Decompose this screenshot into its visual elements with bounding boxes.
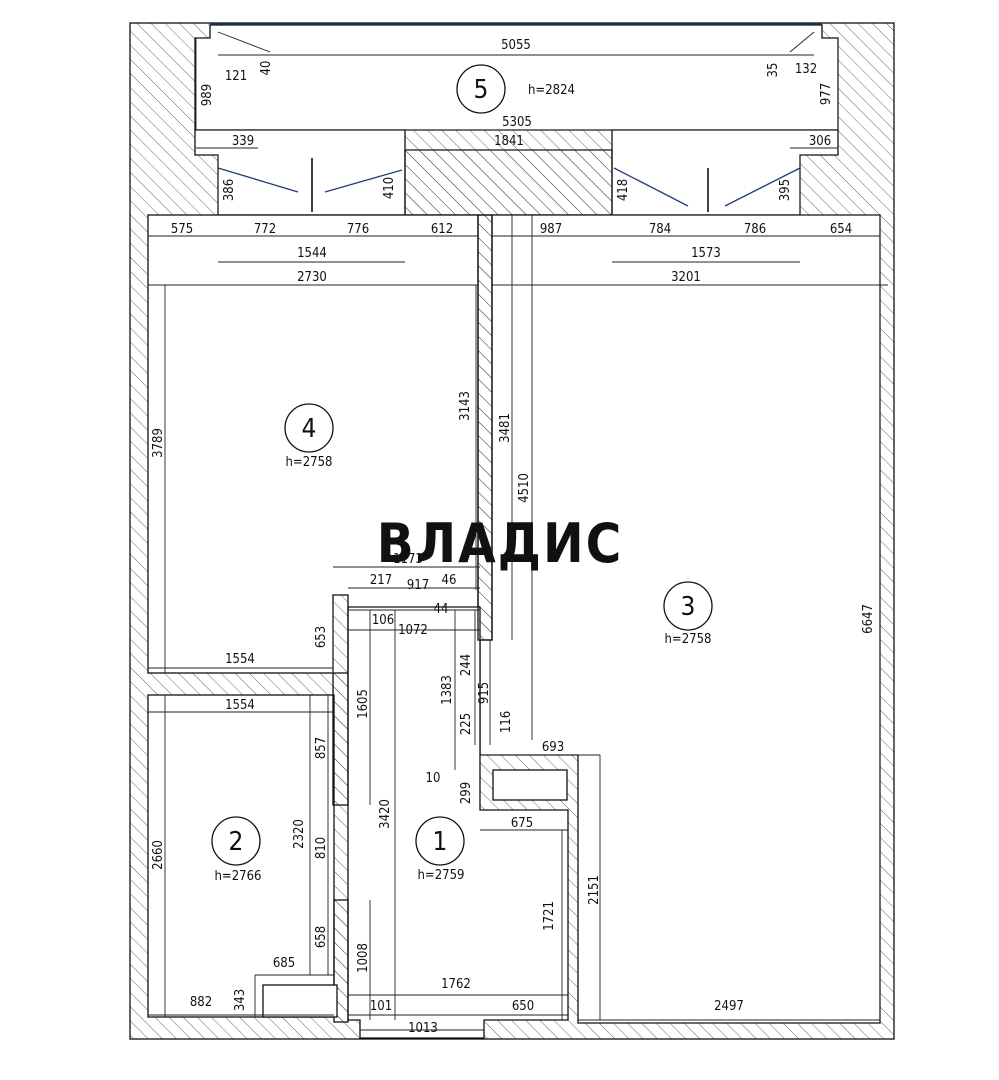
dimension-value: 1072 — [398, 623, 428, 638]
dimension-value: 612 — [431, 222, 453, 237]
dimension-value: 1841 — [494, 134, 524, 149]
room-4-label: 4 h=2758 — [284, 403, 334, 470]
dimension-value: 217 — [370, 573, 392, 588]
balcony-opening-left — [194, 129, 406, 216]
dimension-value: 1554 — [225, 652, 255, 667]
dimension-value: 46 — [442, 573, 457, 588]
dimension-value: 395 — [778, 179, 793, 201]
dimension-value: 685 — [273, 956, 295, 971]
dimension-value: 810 — [314, 837, 329, 859]
dimension-value: 225 — [459, 713, 474, 735]
dimension-value: 1762 — [441, 977, 471, 992]
dimension-value: 4510 — [517, 473, 532, 503]
dimension-value: 2660 — [151, 840, 166, 870]
dimension-value: 693 — [542, 740, 564, 755]
dimension-value: 1544 — [297, 246, 327, 261]
dimension-value: 5305 — [502, 115, 532, 130]
dimension-value: 650 — [512, 999, 534, 1014]
dimension-value: 987 — [540, 222, 562, 237]
dimension-value: 2730 — [297, 270, 327, 285]
dimension-value: 244 — [459, 654, 474, 676]
dimension-value: 116 — [499, 711, 514, 733]
dimension-value: 575 — [171, 222, 193, 237]
room-number: 3 — [681, 592, 696, 622]
room-5-label: 5 h=2824 — [456, 64, 575, 114]
dimension-value: 675 — [511, 816, 533, 831]
dimension-value: 3481 — [498, 413, 513, 443]
dimension-labels: 5055 121 132 5305 339 1841 306 575 772 7… — [151, 38, 876, 1036]
dimension-value: 1013 — [408, 1021, 438, 1036]
dimension-lines — [148, 31, 888, 1031]
dimension-value: 857 — [314, 737, 329, 759]
dimension-value: 3201 — [671, 270, 701, 285]
dimension-value: 132 — [795, 62, 817, 77]
room-2-label: 2 h=2766 — [211, 816, 262, 884]
room-number: 4 — [302, 414, 317, 444]
dimension-value: 915 — [477, 682, 492, 704]
room-height: h=2766 — [215, 869, 262, 884]
dimension-value: 2320 — [292, 819, 307, 849]
dimension-value: 1383 — [440, 675, 455, 705]
dimension-value: 2151 — [587, 875, 602, 905]
dimension-value: 3143 — [458, 391, 473, 421]
shaft-1 — [492, 769, 568, 801]
room-height: h=2758 — [665, 632, 712, 647]
dimension-value: 10 — [426, 771, 441, 786]
dimension-value: 3789 — [151, 428, 166, 458]
dimension-value: 299 — [459, 782, 474, 804]
room-height: h=2824 — [528, 83, 575, 98]
dimension-value: 306 — [809, 134, 831, 149]
wall-room4-hall — [332, 594, 349, 806]
dimension-value: 35 — [766, 63, 781, 78]
dimension-value: 339 — [232, 134, 254, 149]
dimension-value: 772 — [254, 222, 276, 237]
room-number: 1 — [433, 827, 448, 857]
dimension-value: 2497 — [714, 999, 744, 1014]
dimension-value: 786 — [744, 222, 766, 237]
dimension-value: 6647 — [861, 604, 876, 634]
room-1-area — [347, 606, 569, 1039]
wall-core — [477, 214, 493, 641]
shaft-2 — [262, 984, 338, 1018]
dimension-value: 5055 — [501, 38, 531, 53]
dimension-value: 386 — [222, 179, 237, 201]
dimension-value: 1605 — [356, 689, 371, 719]
dimension-value: 1721 — [542, 901, 557, 931]
balcony-pier-mid — [404, 149, 613, 216]
dimension-value: 989 — [200, 84, 215, 106]
room-height: h=2758 — [286, 455, 333, 470]
dimension-value: 653 — [314, 626, 329, 648]
dimension-value: 418 — [616, 179, 631, 201]
dimension-value: 121 — [225, 69, 247, 84]
dimension-value: 882 — [190, 995, 212, 1010]
dimension-value: 1173 — [393, 552, 423, 567]
room-3-label: 3 h=2758 — [663, 581, 713, 647]
dimension-value: 343 — [233, 989, 248, 1011]
door-swings — [210, 23, 822, 212]
dimension-value: 784 — [649, 222, 671, 237]
dimension-value: 410 — [382, 177, 397, 199]
dimension-value: 1554 — [225, 698, 255, 713]
dimension-value: 3420 — [378, 799, 393, 829]
dimension-value: 101 — [370, 999, 392, 1014]
dimension-value: 977 — [819, 83, 834, 105]
room-number: 5 — [474, 75, 489, 105]
dimension-value: 917 — [407, 578, 429, 593]
dimension-value: 776 — [347, 222, 369, 237]
dimension-value: 40 — [259, 61, 274, 76]
dimension-value: 658 — [314, 926, 329, 948]
dimension-value: 654 — [830, 222, 852, 237]
room-number: 2 — [229, 827, 244, 857]
dimension-value: 44 — [434, 602, 449, 617]
room-height: h=2759 — [418, 868, 465, 883]
room-1-label: 1 h=2759 — [415, 816, 465, 883]
dimension-value: 1008 — [356, 943, 371, 973]
watermark: ВЛАДИС — [377, 512, 624, 575]
dimension-value: 1573 — [691, 246, 721, 261]
dimension-value: 106 — [372, 613, 394, 628]
